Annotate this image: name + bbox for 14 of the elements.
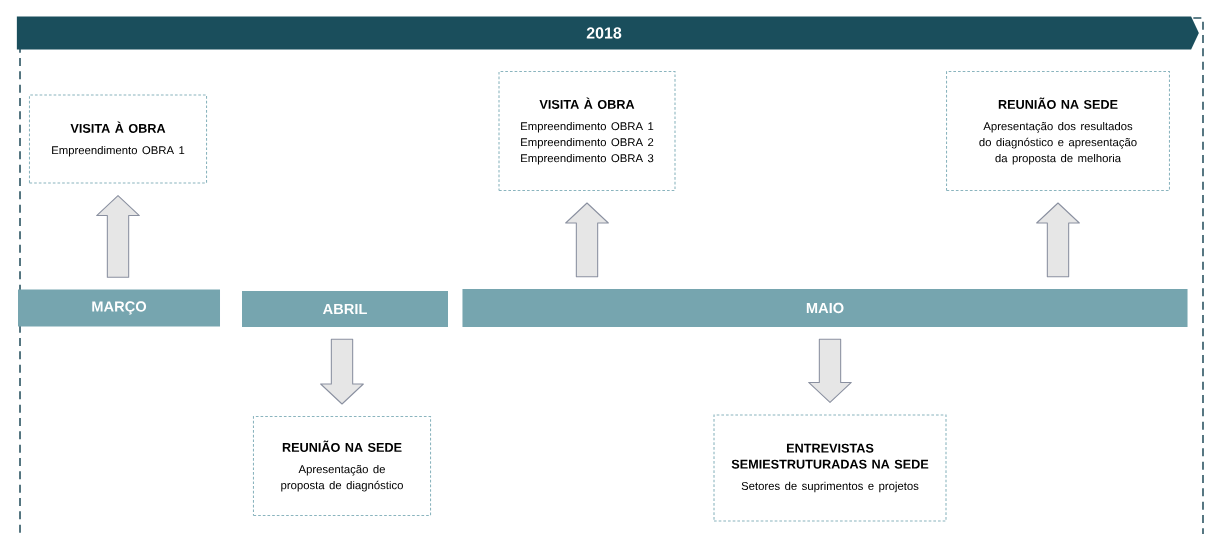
year-banner: 2018 bbox=[16, 16, 1199, 50]
block-arrow bbox=[565, 202, 609, 278]
event-box: REUNIÃO NA SEDE Apresentação dos resultados do diagnóstico e apresentação da proposta de melhoria bbox=[946, 71, 1170, 191]
month-bar: MARÇO bbox=[18, 289, 220, 327]
block-arrow bbox=[320, 338, 364, 405]
event-box: ENTREVISTAS SEMIESTRUTURADAS NA SEDE Setores de suprimentos e projetos bbox=[713, 414, 947, 522]
month-bar: MAIO bbox=[462, 289, 1188, 327]
event-box: VISITA À OBRA Empreendimento OBRA 1 Empreendimento OBRA 2 Empreendimento OBRA 3 bbox=[498, 71, 676, 191]
block-arrow bbox=[96, 195, 140, 278]
event-box: REUNIÃO NA SEDE Apresentação de proposta de diagnóstico bbox=[252, 416, 432, 516]
block-arrow bbox=[808, 338, 852, 403]
event-box: VISITA À OBRA Empreendimento OBRA 1 bbox=[28, 94, 208, 184]
month-bar: ABRIL bbox=[242, 291, 448, 327]
block-arrow bbox=[1036, 202, 1080, 278]
